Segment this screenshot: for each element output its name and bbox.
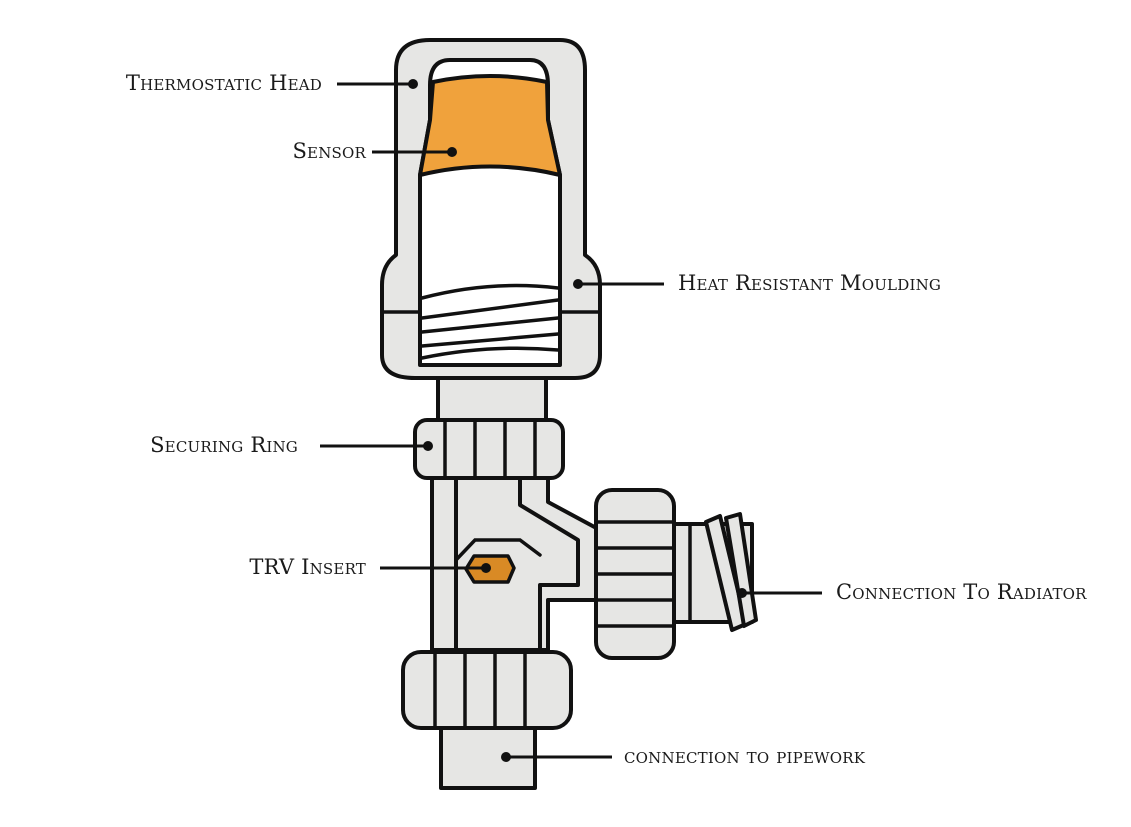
leader-thermostatic-head	[337, 79, 418, 89]
pipework-nut	[401, 650, 573, 730]
sensor-element	[418, 74, 562, 177]
leader-connection-to-pipework	[501, 752, 612, 762]
label-heat-resistant-moulding: Heat Resistant Moulding	[678, 271, 941, 295]
leader-connection-to-radiator	[737, 588, 822, 598]
spring-coils	[420, 283, 560, 360]
label-connection-to-radiator: Connection To Radiator	[836, 580, 1087, 604]
label-trv-insert: TRV Insert	[249, 555, 366, 579]
pipework-nut-ridges	[433, 652, 527, 728]
securing-ring	[413, 418, 565, 480]
tail-threads	[688, 512, 758, 632]
label-thermostatic-head: Thermostatic Head	[126, 71, 322, 95]
leader-heat-resistant-moulding	[573, 279, 664, 289]
radiator-nut-ridges	[596, 520, 674, 628]
valve-neck	[436, 376, 548, 424]
label-securing-ring: Securing Ring	[150, 433, 298, 457]
leader-sensor	[372, 147, 457, 157]
valve-seat	[454, 538, 542, 562]
label-sensor: Sensor	[292, 139, 366, 163]
leader-trv-insert	[380, 563, 491, 573]
securing-ring-ridges	[443, 420, 537, 478]
label-connection-to-pipework: connection to pipework	[624, 744, 866, 768]
leader-securing-ring	[320, 441, 433, 451]
